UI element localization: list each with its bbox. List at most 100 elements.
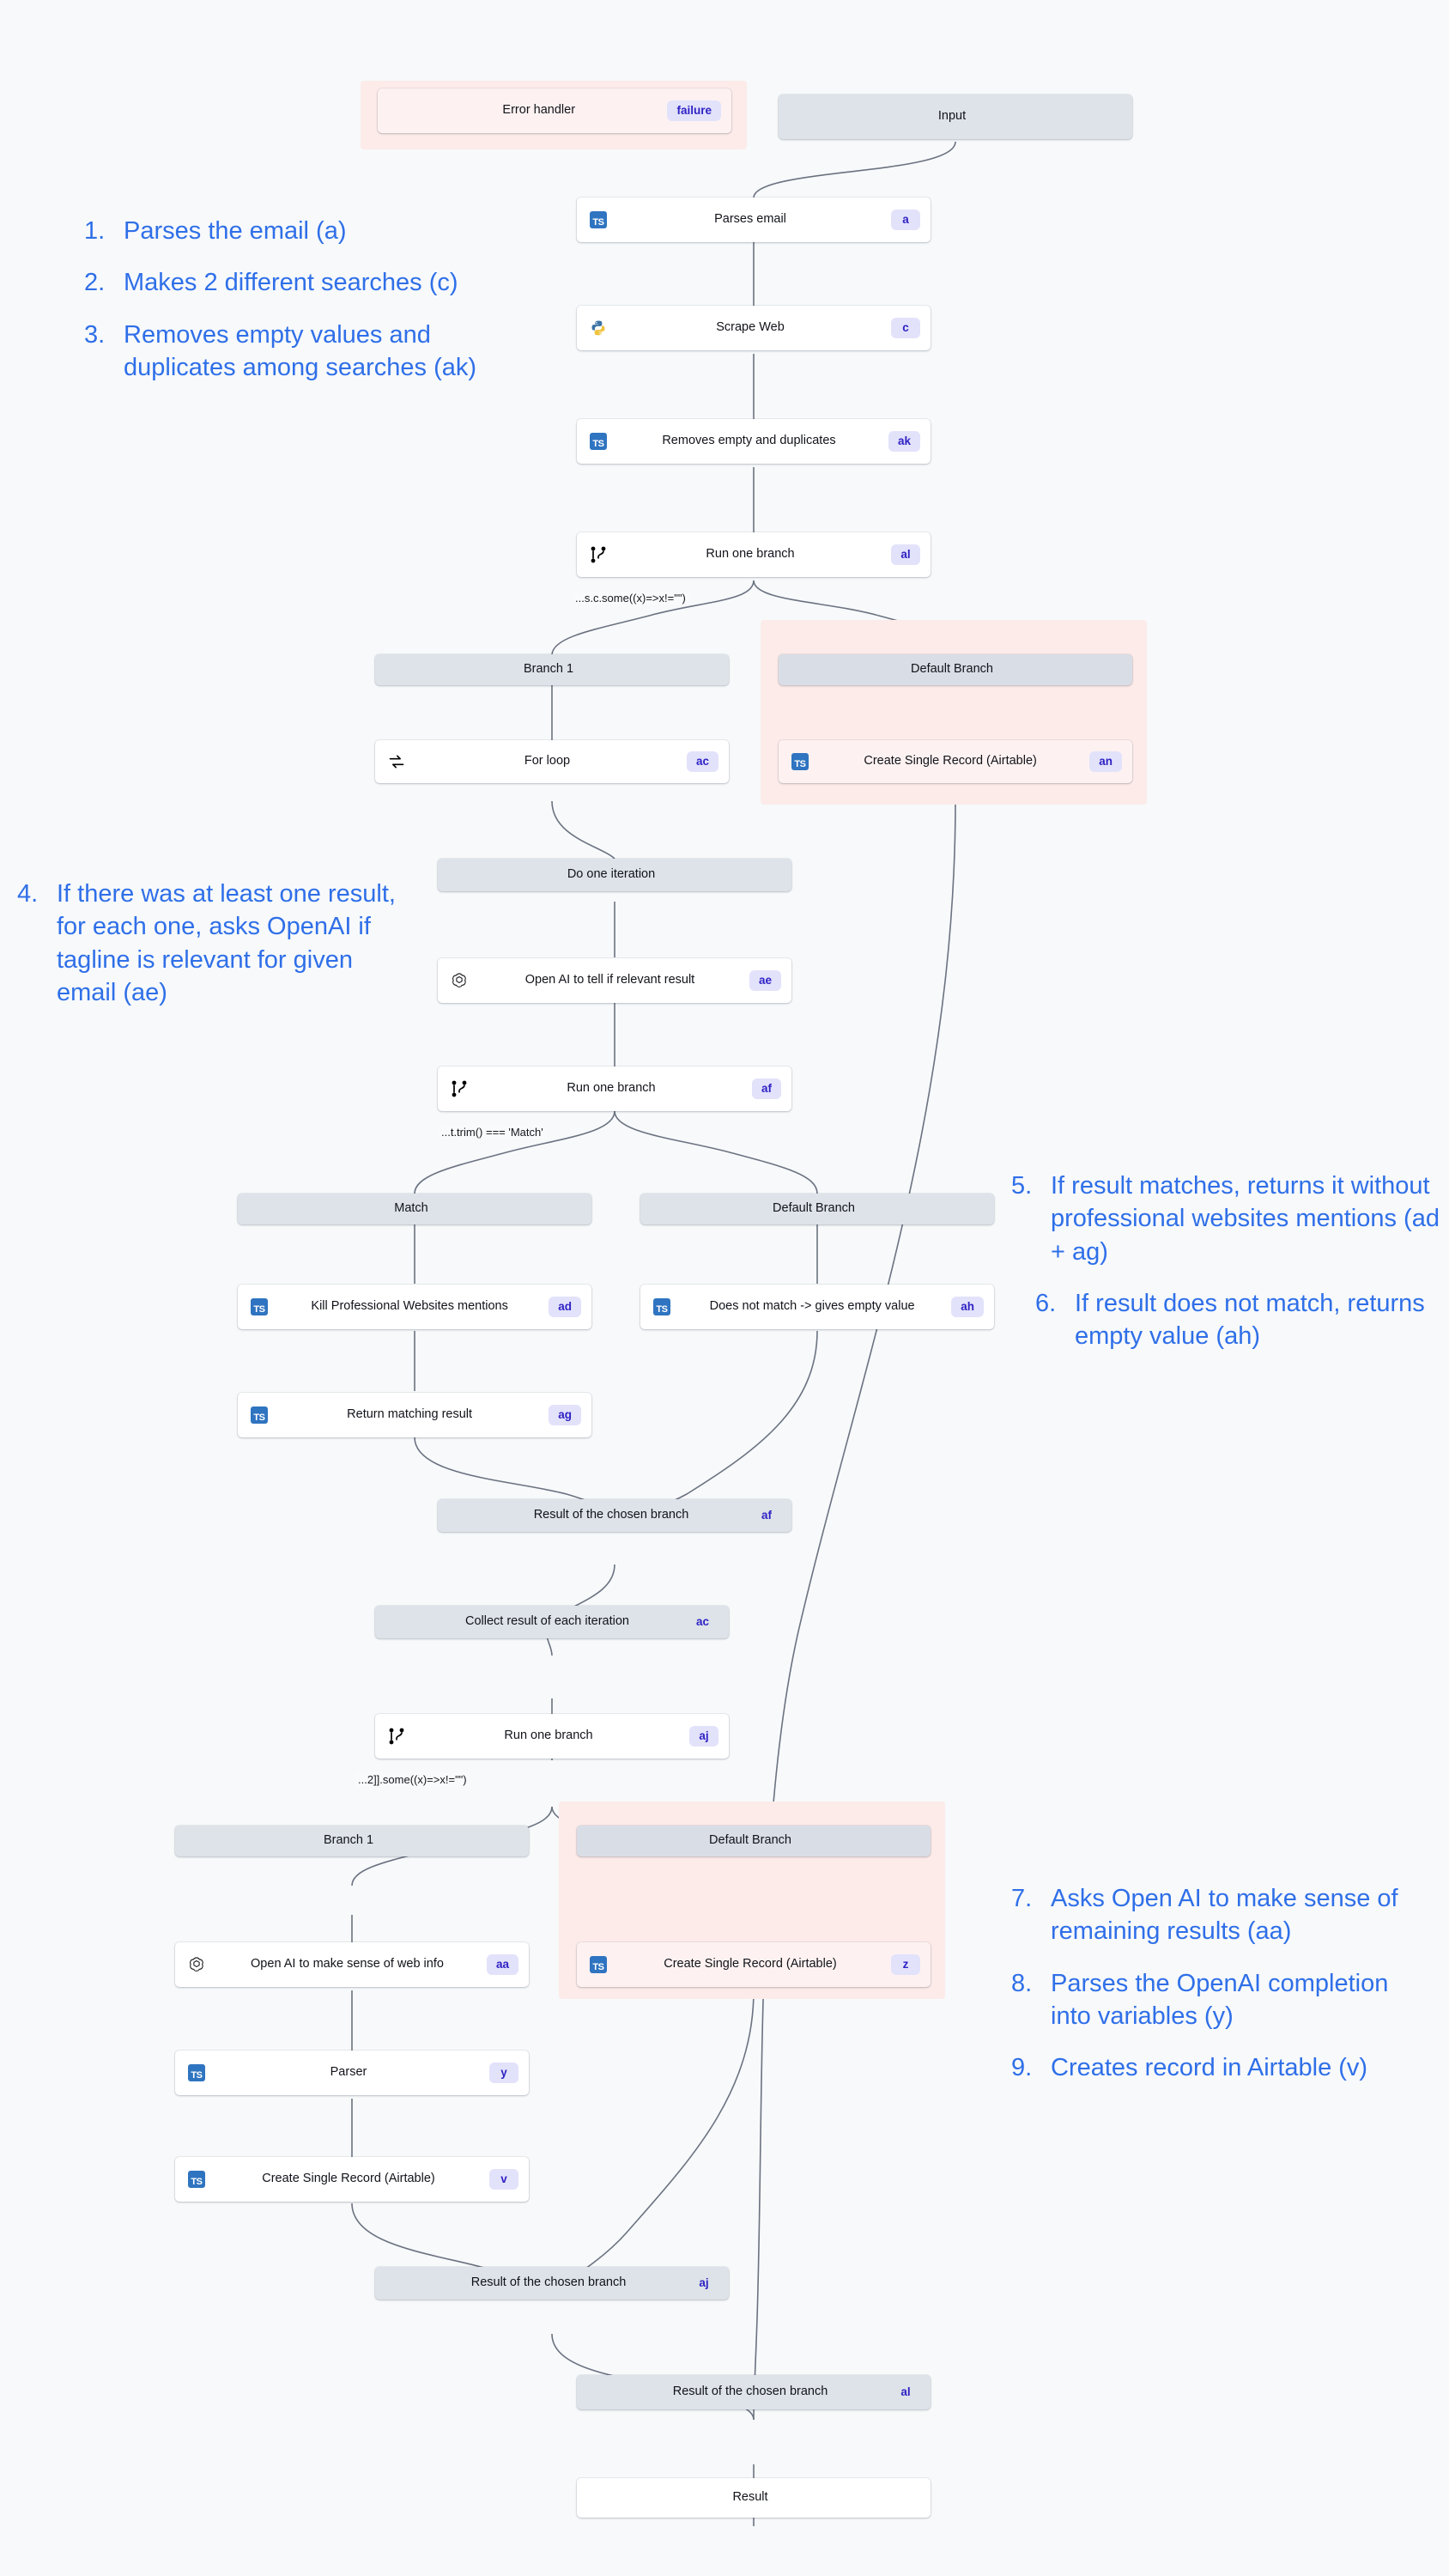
node-icon-placeholder xyxy=(587,1830,609,1852)
node-tag: z xyxy=(891,1954,920,1975)
node-removes-empty-duplicates[interactable]: TS Removes empty and duplicates ak xyxy=(577,419,931,464)
node-label: Default Branch xyxy=(911,663,993,677)
node-label: Open AI to make sense of web info xyxy=(251,1958,444,1971)
node-icon-placeholder xyxy=(789,106,811,128)
node-label: Create Single Record (Airtable) xyxy=(262,2172,435,2186)
node-label: Parses email xyxy=(714,213,786,227)
node-label: Parser xyxy=(330,2066,367,2080)
node-label: Branch 1 xyxy=(523,663,574,677)
node-label: Result xyxy=(732,2491,768,2505)
node-label: Match xyxy=(394,1202,428,1216)
annotation-item: 4. If there was at least one result, for… xyxy=(17,878,403,1009)
node-kill-professional-websites-mentions[interactable]: TS Kill Professional Websites mentions a… xyxy=(238,1285,591,1329)
node-label: Scrape Web xyxy=(716,321,785,335)
node-label: Run one branch xyxy=(567,1082,656,1096)
node-label: Does not match -> gives empty value xyxy=(709,1300,915,1314)
node-label: For loop xyxy=(524,755,571,769)
annotation-text: Parses the email (a) xyxy=(124,217,347,245)
node-label: Result of the chosen branch xyxy=(672,2385,828,2399)
node-result[interactable]: Result xyxy=(577,2478,931,2518)
node-icon-placeholder xyxy=(385,2272,408,2294)
annotation-number: 2. xyxy=(84,269,106,297)
node-label: Default Branch xyxy=(709,1834,791,1848)
node-tag: ae xyxy=(749,970,781,991)
node-label: Create Single Record (Airtable) xyxy=(664,1958,837,1971)
node-label: Run one branch xyxy=(706,548,795,562)
node-branch-1-top[interactable]: Branch 1 xyxy=(375,654,729,685)
node-label: Default Branch xyxy=(773,1202,855,1216)
node-icon-placeholder xyxy=(185,1830,208,1852)
node-label: Create Single Record (Airtable) xyxy=(864,755,1037,769)
node-icon-placeholder xyxy=(385,1611,408,1633)
node-icon-placeholder xyxy=(248,1198,270,1220)
node-default-branch-bottom[interactable]: Default Branch xyxy=(577,1826,931,1856)
annotations-right-bottom: 7. Asks Open AI to make sense of remaini… xyxy=(1011,1882,1415,2103)
node-icon-placeholder xyxy=(651,1198,673,1220)
node-create-single-record-an[interactable]: TS Create Single Record (Airtable) an xyxy=(779,740,1132,783)
typescript-icon: TS xyxy=(248,1296,270,1318)
node-label: Run one branch xyxy=(504,1729,593,1743)
node-result-chosen-branch-al[interactable]: Result of the chosen branch al xyxy=(577,2375,931,2409)
node-branch-1-bottom[interactable]: Branch 1 xyxy=(175,1826,529,1856)
node-tag: y xyxy=(489,2063,518,2083)
typescript-icon: TS xyxy=(185,2168,208,2190)
node-result-chosen-branch-aj[interactable]: Result of the chosen branch aj xyxy=(375,2267,729,2300)
annotation-text: If result does not match, returns empty … xyxy=(1075,1289,1425,1351)
node-openai-make-sense-web-info[interactable]: Open AI to make sense of web info aa xyxy=(175,1942,529,1987)
typescript-icon: TS xyxy=(789,750,811,773)
annotation-number: 7. xyxy=(1011,1885,1033,1912)
node-icon-placeholder xyxy=(385,659,408,681)
annotation-item: 8. Parses the OpenAI completion into var… xyxy=(1011,1967,1415,2033)
python-icon xyxy=(587,317,609,339)
typescript-icon: TS xyxy=(185,2062,208,2084)
node-label: Return matching result xyxy=(347,1408,473,1422)
node-create-single-record-z[interactable]: TS Create Single Record (Airtable) z xyxy=(577,1942,931,1987)
node-input[interactable]: Input xyxy=(779,94,1132,139)
openai-icon xyxy=(185,1953,208,1976)
annotations-left-top: 1. Parses the email (a) 2. Makes 2 diffe… xyxy=(84,215,530,403)
node-run-one-branch-aj[interactable]: Run one branch aj xyxy=(375,1714,729,1759)
typescript-icon: TS xyxy=(587,430,609,453)
node-collect-result-each-iteration[interactable]: Collect result of each iteration ac xyxy=(375,1606,729,1638)
annotation-text: If result matches, returns it without pr… xyxy=(1051,1172,1440,1266)
node-tag: aj xyxy=(699,2276,709,2290)
branch-icon xyxy=(448,1078,470,1100)
node-tag: af xyxy=(761,1509,772,1522)
node-openai-relevant-result[interactable]: Open AI to tell if relevant result ae xyxy=(438,958,791,1003)
node-return-matching-result[interactable]: TS Return matching result ag xyxy=(238,1393,591,1437)
node-tag: al xyxy=(900,2385,911,2399)
node-tag: a xyxy=(891,210,920,230)
node-run-one-branch-af[interactable]: Run one branch af xyxy=(438,1066,791,1111)
node-match[interactable]: Match xyxy=(238,1194,591,1224)
node-tag: failure xyxy=(667,100,721,121)
node-parser[interactable]: TS Parser y xyxy=(175,2050,529,2095)
annotation-text: Removes empty values and duplicates amon… xyxy=(124,320,477,381)
node-does-not-match-empty-value[interactable]: TS Does not match -> gives empty value a… xyxy=(640,1285,994,1329)
node-icon-placeholder xyxy=(587,2487,609,2509)
node-tag: v xyxy=(489,2169,518,2190)
node-label: Result of the chosen branch xyxy=(533,1509,689,1522)
node-tag: aj xyxy=(689,1726,718,1747)
node-tag: aa xyxy=(486,1954,518,1975)
annotation-number: 3. xyxy=(84,320,106,349)
node-label: Error handler xyxy=(502,104,576,118)
annotations-right-mid: 5. If result matches, returns it without… xyxy=(1011,1170,1440,1371)
node-scrape-web[interactable]: Scrape Web c xyxy=(577,306,931,350)
node-error-handler[interactable]: Error handler failure xyxy=(378,88,731,133)
annotation-item: 2. Makes 2 different searches (c) xyxy=(84,266,530,299)
node-tag: ag xyxy=(549,1405,581,1425)
node-create-single-record-v[interactable]: TS Create Single Record (Airtable) v xyxy=(175,2157,529,2202)
node-tag: c xyxy=(891,318,920,338)
node-default-branch-top[interactable]: Default Branch xyxy=(779,654,1132,685)
typescript-icon: TS xyxy=(651,1296,673,1318)
node-result-chosen-branch-af[interactable]: Result of the chosen branch af xyxy=(438,1499,791,1532)
annotation-number: 6. xyxy=(1035,1289,1057,1317)
node-run-one-branch-al[interactable]: Run one branch al xyxy=(577,532,931,577)
annotation-item: 1. Parses the email (a) xyxy=(84,215,530,247)
annotation-item: 7. Asks Open AI to make sense of remaini… xyxy=(1011,1882,1415,1948)
node-do-one-iteration[interactable]: Do one iteration xyxy=(438,859,791,891)
node-for-loop[interactable]: For loop ac xyxy=(375,740,729,783)
node-parses-email[interactable]: TS Parses email a xyxy=(577,197,931,242)
node-default-branch-mid[interactable]: Default Branch xyxy=(640,1194,994,1224)
typescript-icon: TS xyxy=(587,209,609,231)
